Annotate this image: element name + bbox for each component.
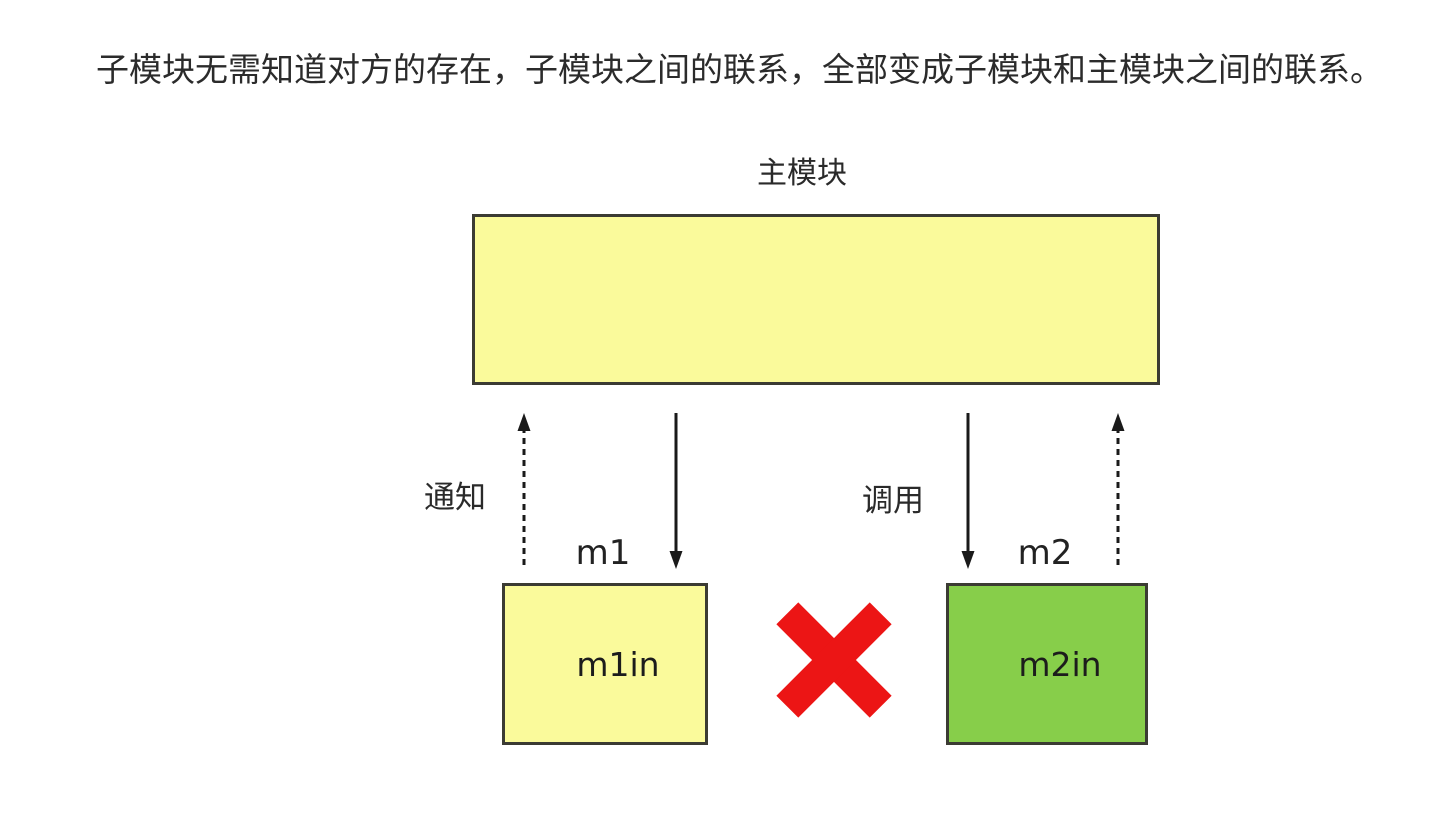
- call-arrow-m2-head: [961, 551, 975, 569]
- main-module-box: [472, 214, 1160, 385]
- forbidden-cross-bar: [776, 602, 892, 718]
- m2-inner-label: m2in: [1018, 644, 1102, 684]
- call-arrow-m1-head: [669, 551, 683, 569]
- notify-arrow-m1-head: [517, 413, 531, 431]
- caption-text: 子模块无需知道对方的存在，子模块之间的联系，全部变成子模块和主模块之间的联系。: [96, 51, 1383, 88]
- forbidden-cross-icon: [776, 602, 892, 718]
- m1-module-label: m1: [575, 533, 631, 573]
- call-arrow-m2: [961, 413, 975, 569]
- call-arrow-m1: [669, 413, 683, 569]
- notify-arrow-m1: [517, 413, 531, 565]
- m1-inner-label: m1in: [576, 644, 660, 684]
- m2-box: m2in: [946, 583, 1148, 745]
- m2-module-label: m2: [1017, 533, 1073, 573]
- call-arrow-label: 调用: [862, 483, 924, 518]
- notify-arrow-m2-head: [1111, 413, 1125, 431]
- notify-arrow-label: 通知: [424, 480, 486, 515]
- notify-arrow-m2: [1111, 413, 1125, 565]
- main-module-label: 主模块: [757, 157, 847, 190]
- m1-box: m1in: [502, 583, 708, 745]
